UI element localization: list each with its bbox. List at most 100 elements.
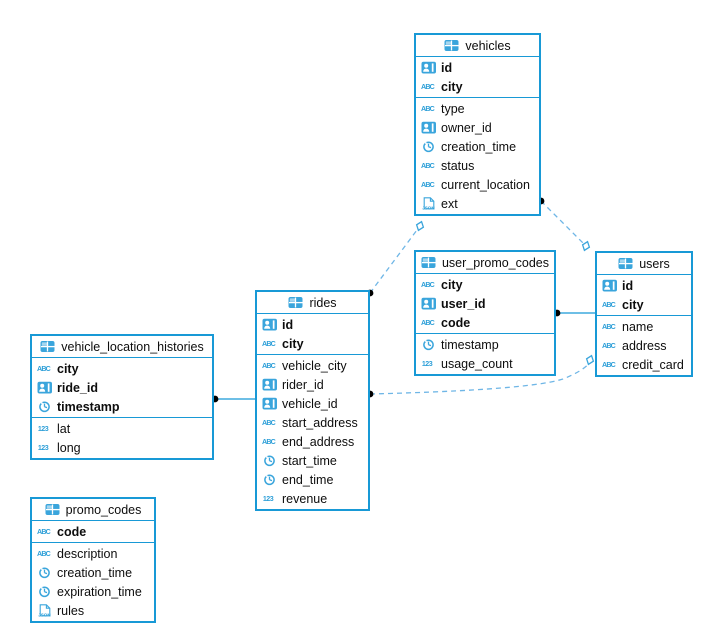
column-row-vehicle_city[interactable]: ABC vehicle_city bbox=[257, 356, 368, 375]
table-header[interactable]: promo_codes bbox=[32, 499, 154, 521]
column-row-city[interactable]: ABC city bbox=[416, 77, 539, 96]
column-row-id[interactable]: id bbox=[597, 276, 691, 295]
column-row-current_location[interactable]: ABC current_location bbox=[416, 175, 539, 194]
column-name: creation_time bbox=[441, 139, 517, 154]
column-row-expiration_time[interactable]: expiration_time bbox=[32, 582, 154, 601]
table-header[interactable]: users bbox=[597, 253, 691, 275]
column-name: lat bbox=[57, 421, 71, 436]
column-row-timestamp[interactable]: timestamp bbox=[32, 397, 212, 416]
svg-text:ABC: ABC bbox=[602, 361, 616, 369]
text-column-icon: ABC bbox=[602, 358, 618, 371]
column-name: vehicle_city bbox=[282, 358, 347, 373]
text-column-icon: ABC bbox=[602, 320, 618, 333]
column-row-lat[interactable]: 123 lat bbox=[32, 419, 212, 438]
svg-text:ABC: ABC bbox=[602, 301, 616, 309]
svg-text:ABC: ABC bbox=[262, 362, 276, 370]
text-column-icon: ABC bbox=[421, 316, 437, 329]
column-name: id bbox=[282, 317, 294, 332]
column-row-owner_id[interactable]: owner_id bbox=[416, 118, 539, 137]
table-icon bbox=[288, 296, 304, 309]
uuid-column-icon bbox=[262, 318, 278, 331]
timestamp-column-icon bbox=[421, 140, 437, 153]
number-column-icon: 123 bbox=[37, 441, 53, 454]
relation-rides-to-vehicles bbox=[369, 225, 421, 294]
column-name: current_location bbox=[441, 177, 530, 192]
column-row-rider_id[interactable]: rider_id bbox=[257, 375, 368, 394]
column-name: city bbox=[622, 297, 644, 312]
svg-text:123: 123 bbox=[422, 360, 433, 368]
table-header[interactable]: vehicles bbox=[416, 35, 539, 57]
svg-text:ABC: ABC bbox=[421, 83, 435, 91]
table-icon bbox=[40, 340, 56, 353]
column-name: vehicle_id bbox=[282, 396, 338, 411]
timestamp-column-icon bbox=[421, 338, 437, 351]
text-column-icon: ABC bbox=[262, 359, 278, 372]
column-row-vehicle_id[interactable]: vehicle_id bbox=[257, 394, 368, 413]
column-name: status bbox=[441, 158, 475, 173]
column-row-ride_id[interactable]: ride_id bbox=[32, 378, 212, 397]
column-row-id[interactable]: id bbox=[257, 315, 368, 334]
key-divider bbox=[32, 417, 212, 418]
key-divider bbox=[416, 333, 554, 334]
column-row-start_time[interactable]: start_time bbox=[257, 451, 368, 470]
table-header[interactable]: rides bbox=[257, 292, 368, 314]
column-name: owner_id bbox=[441, 120, 492, 135]
number-column-icon: 123 bbox=[37, 422, 53, 435]
column-name: city bbox=[441, 79, 463, 94]
timestamp-column-icon bbox=[37, 566, 53, 579]
column-row-end_time[interactable]: end_time bbox=[257, 470, 368, 489]
column-name: end_time bbox=[282, 472, 334, 487]
table-title: users bbox=[639, 256, 670, 271]
column-row-creation_time[interactable]: creation_time bbox=[32, 563, 154, 582]
column-row-id[interactable]: id bbox=[416, 58, 539, 77]
column-row-city[interactable]: ABC city bbox=[597, 295, 691, 314]
svg-text:ABC: ABC bbox=[262, 438, 276, 446]
svg-text:123: 123 bbox=[263, 495, 274, 503]
text-column-icon: ABC bbox=[262, 435, 278, 448]
svg-text:123: 123 bbox=[38, 425, 49, 433]
column-row-creation_time[interactable]: creation_time bbox=[416, 137, 539, 156]
table-header[interactable]: vehicle_location_histories bbox=[32, 336, 212, 358]
column-name: rules bbox=[57, 603, 85, 618]
uuid-column-icon bbox=[262, 397, 278, 410]
svg-text:ABC: ABC bbox=[421, 281, 435, 289]
table-header[interactable]: user_promo_codes bbox=[416, 252, 554, 274]
text-column-icon: ABC bbox=[602, 298, 618, 311]
column-name: city bbox=[282, 336, 304, 351]
column-name: description bbox=[57, 546, 118, 561]
uuid-column-icon bbox=[421, 121, 437, 134]
column-row-timestamp[interactable]: timestamp bbox=[416, 335, 554, 354]
svg-text:ABC: ABC bbox=[421, 181, 435, 189]
column-name: city bbox=[57, 361, 79, 376]
column-row-user_id[interactable]: user_id bbox=[416, 294, 554, 313]
column-name: ext bbox=[441, 196, 458, 211]
timestamp-column-icon bbox=[262, 473, 278, 486]
uuid-column-icon bbox=[37, 381, 53, 394]
